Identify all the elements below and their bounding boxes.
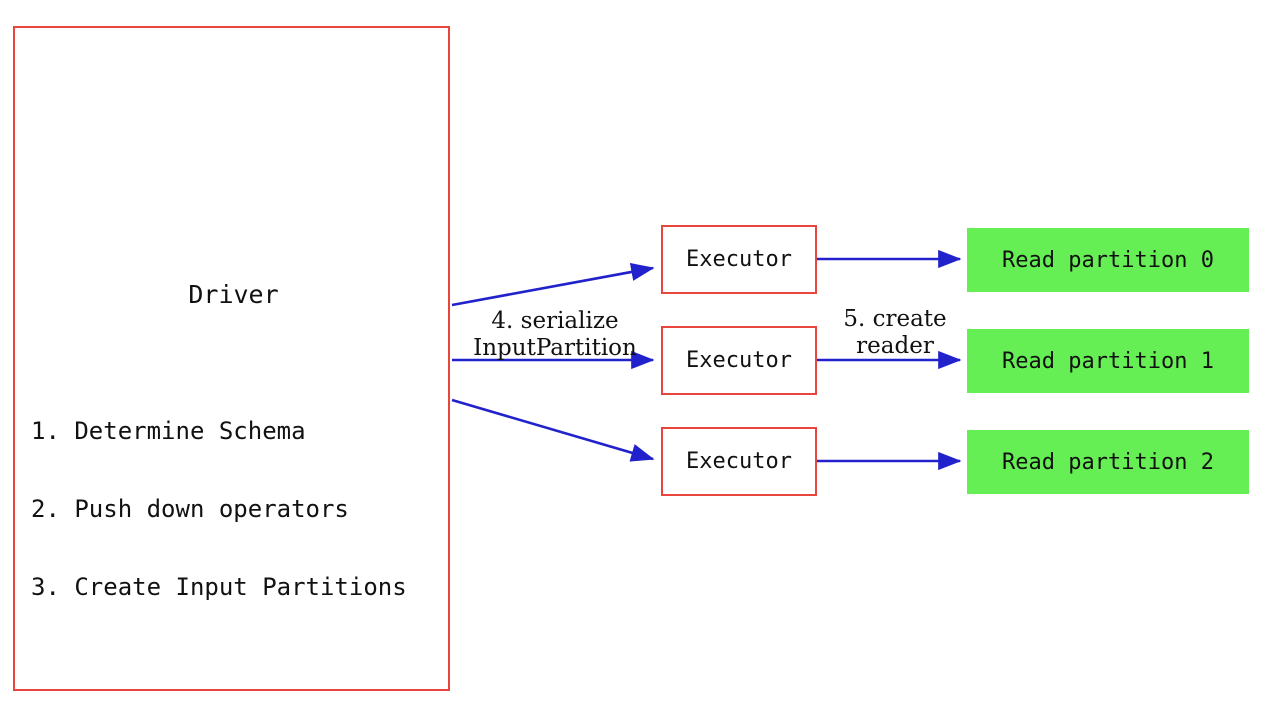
read-partition-label-2: Read partition 2	[1002, 449, 1214, 475]
executor-box-2: Executor	[661, 427, 817, 496]
driver-title: Driver	[188, 280, 279, 309]
executor-label-2: Executor	[686, 449, 792, 474]
executor-box-1: Executor	[661, 326, 817, 395]
edge-label-serialize-input-partition: 4. serialize InputPartition	[473, 308, 637, 361]
driver-step-2: 2. Push down operators	[31, 495, 349, 523]
executor-label-1: Executor	[686, 348, 792, 373]
driver-step-1: 1. Determine Schema	[31, 417, 306, 445]
driver-box: Driver 1. Determine Schema 2. Push down …	[13, 26, 450, 691]
read-partition-box-2: Read partition 2	[967, 430, 1249, 494]
read-partition-label-1: Read partition 1	[1002, 348, 1214, 374]
arrow-driver-to-executor-2	[451, 398, 655, 462]
driver-steps-list: 1. Determine Schema 2. Push down operato…	[31, 366, 407, 652]
driver-step-3: 3. Create Input Partitions	[31, 573, 407, 601]
executor-label-0: Executor	[686, 247, 792, 272]
edge-label-create-reader: 5. create reader	[843, 306, 947, 359]
read-partition-box-1: Read partition 1	[967, 329, 1249, 393]
read-partition-label-0: Read partition 0	[1002, 247, 1214, 273]
arrow-driver-to-executor-0	[451, 263, 655, 307]
read-partition-box-0: Read partition 0	[967, 228, 1249, 292]
executor-box-0: Executor	[661, 225, 817, 294]
